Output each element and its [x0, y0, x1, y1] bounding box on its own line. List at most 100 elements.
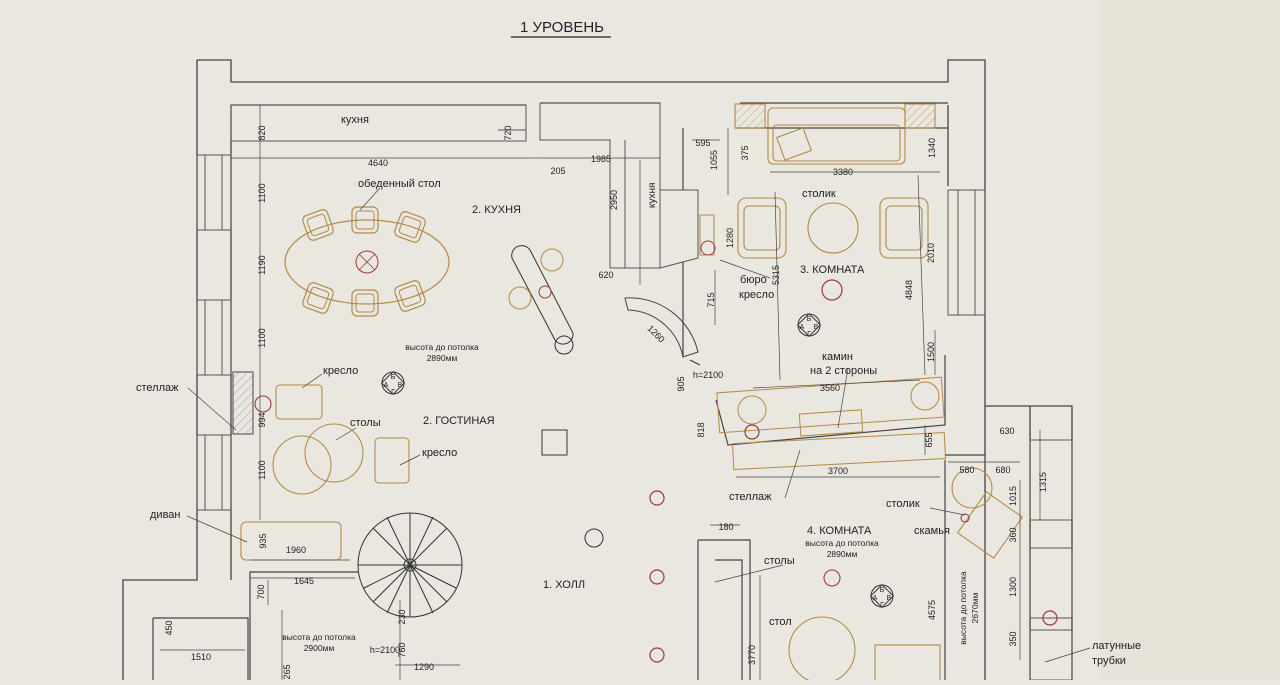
spiral-staircase	[357, 512, 463, 618]
dim-h2100-b: h=2100	[370, 645, 400, 655]
label-armchair-2: кресло	[422, 447, 457, 459]
room3-sofa	[734, 103, 936, 165]
leader-lines	[186, 187, 1091, 663]
room3-armchairs	[737, 197, 929, 259]
dim-905: 905	[676, 376, 686, 391]
dim-620: 620	[598, 270, 613, 280]
dim-1280: 1280	[725, 228, 735, 248]
height-room4-1: высота до потолка	[805, 538, 879, 548]
dim-1100-b: 1100	[257, 328, 267, 347]
label-fireplace-1: камин	[822, 351, 853, 363]
label-coffee-table-1: столик	[802, 188, 836, 200]
kitchen-counters	[230, 102, 699, 269]
dim-1960: 1960	[286, 545, 306, 555]
dim-700: 700	[256, 584, 266, 599]
height-living-2: 2890мм	[427, 353, 458, 363]
marker-letter: А	[873, 595, 878, 602]
room-4: 4. КОМНАТА	[807, 525, 872, 537]
dim-350: 350	[1008, 631, 1018, 646]
label-armchair-1: кресло	[323, 365, 358, 377]
dim-230: 230	[397, 609, 407, 624]
dim-655: 655	[924, 432, 934, 447]
dim-1100-a: 1100	[257, 183, 267, 202]
label-kitchen-side: кухня	[647, 183, 658, 208]
label-fireplace-2: на 2 стороны	[810, 365, 877, 377]
room-living: 2. ГОСТИНАЯ	[423, 415, 495, 427]
column-square	[541, 429, 568, 456]
plan-title: 1 УРОВЕНЬ	[520, 19, 604, 36]
dim-994: 994	[257, 412, 267, 427]
height-notes: высота до потолка 2890мм высота до потол…	[282, 342, 980, 653]
marker-letter: Б	[807, 316, 812, 323]
height-room4-2: 2890мм	[827, 549, 858, 559]
label-kitchen-top: кухня	[341, 114, 369, 126]
dim-1340: 1340	[927, 138, 937, 158]
dim-720: 720	[503, 125, 513, 140]
marker-letter: Г	[807, 331, 811, 338]
dim-3380: 3380	[833, 167, 853, 177]
dim-760: 760	[397, 642, 407, 657]
dim-2950: 2950	[609, 190, 619, 210]
marker-letter: Б	[391, 374, 396, 381]
dim-1290: 1290	[414, 662, 434, 672]
marker-letter: Г	[880, 602, 884, 609]
marker-letter: Б	[880, 587, 885, 594]
dimension-lines	[160, 105, 1041, 680]
hall-shelving	[731, 431, 947, 471]
dim-1300: 1300	[1008, 577, 1018, 597]
label-shelving-2: стеллаж	[729, 491, 772, 503]
marker-letter: В	[814, 324, 819, 331]
marker-letter: В	[887, 595, 892, 602]
dim-1985: 1985	[591, 154, 611, 164]
height-low-1: высота до потолка	[282, 632, 356, 642]
marker-letter: А	[384, 382, 389, 389]
label-brass-1: латунные	[1092, 640, 1141, 652]
label-armchair-3: кресло	[739, 289, 774, 301]
dim-1100-c: 1100	[257, 460, 267, 479]
dim-5315: 5315	[771, 265, 781, 285]
marker-letter: В	[398, 382, 403, 389]
right-windows	[947, 189, 1073, 681]
dim-580: 580	[959, 465, 974, 475]
dining-table	[284, 206, 450, 317]
left-windows	[196, 154, 232, 511]
furniture-labels: кухня кухня обеденный стол кресло кресло…	[136, 114, 1141, 667]
dim-375: 375	[740, 145, 750, 160]
fireplace	[716, 376, 945, 437]
room-kitchen: 2. КУХНЯ	[472, 204, 521, 216]
kitchen-island	[508, 245, 574, 355]
dim-1315: 1315	[1038, 472, 1048, 492]
label-brass-2: трубки	[1092, 655, 1126, 667]
door-swing	[624, 297, 699, 358]
dim-1055: 1055	[709, 150, 719, 170]
dim-1645: 1645	[294, 576, 314, 586]
marker-letter: А	[800, 324, 805, 331]
height-low-2: 2900мм	[304, 643, 335, 653]
dim-818: 818	[696, 422, 706, 437]
height-living-1: высота до потолка	[405, 342, 479, 352]
label-bench: скамья	[914, 525, 950, 537]
room-hall: 1. ХОЛЛ	[543, 579, 585, 591]
dim-1190: 1190	[257, 255, 267, 274]
dim-450: 450	[164, 620, 174, 635]
room-labels: 2. КУХНЯ 2. ГОСТИНАЯ 3. КОМНАТА 4. КОМНА…	[423, 204, 872, 591]
dim-630: 630	[999, 426, 1014, 436]
label-coffee-table-2: столик	[886, 498, 920, 510]
dim-3700: 3700	[828, 466, 848, 476]
dim-1510: 1510	[191, 652, 211, 662]
dim-4575: 4575	[927, 600, 937, 620]
dim-205: 205	[550, 166, 565, 176]
dim-715: 715	[706, 292, 716, 307]
dim-595: 595	[695, 138, 710, 148]
marker-letter: Г	[391, 389, 395, 396]
label-tables-1: столы	[350, 417, 381, 429]
dim-4640: 4640	[368, 158, 388, 168]
label-shelving-1: стеллаж	[136, 382, 179, 394]
label-table: стол	[769, 616, 792, 628]
label-bureau: бюро	[740, 274, 767, 286]
dim-180: 180	[718, 522, 733, 532]
dim-680: 680	[995, 465, 1010, 475]
label-dining-table: обеденный стол	[358, 178, 441, 190]
